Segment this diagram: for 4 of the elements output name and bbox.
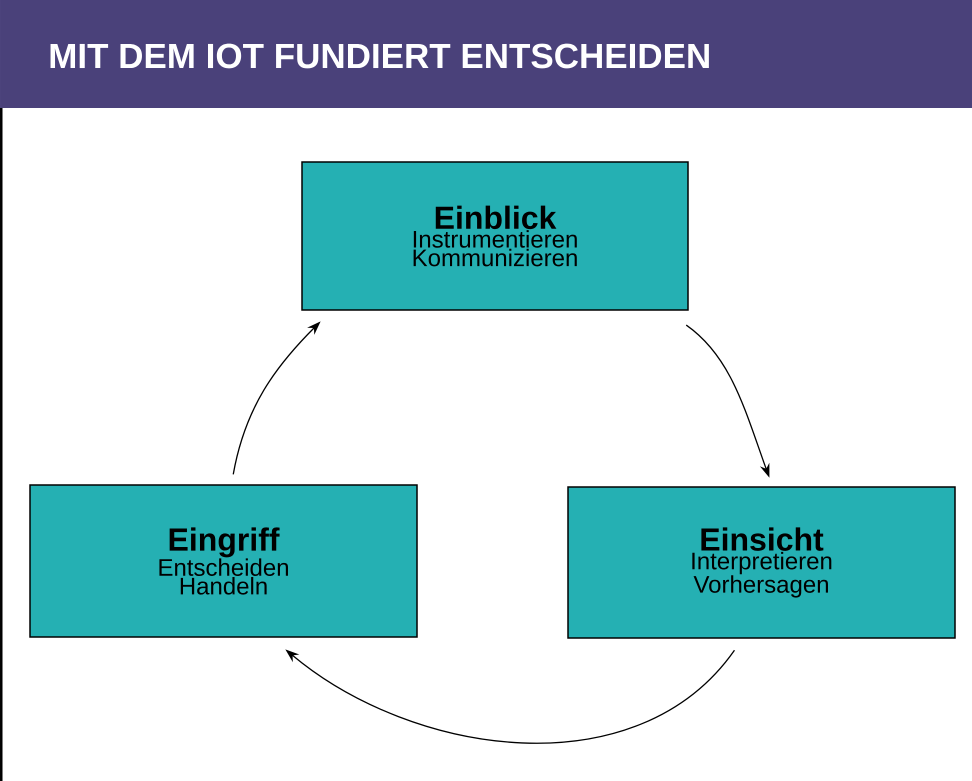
process-box: Einsicht Interpretieren Vorhersagen xyxy=(567,486,956,639)
process-box: Einblick Instrumentieren Kommunizieren xyxy=(301,161,689,311)
title-band: MIT DEM IOT FUNDIERT ENTSCHEIDEN xyxy=(0,0,972,108)
process-box: Eingriff Entscheiden Handeln xyxy=(29,484,418,638)
